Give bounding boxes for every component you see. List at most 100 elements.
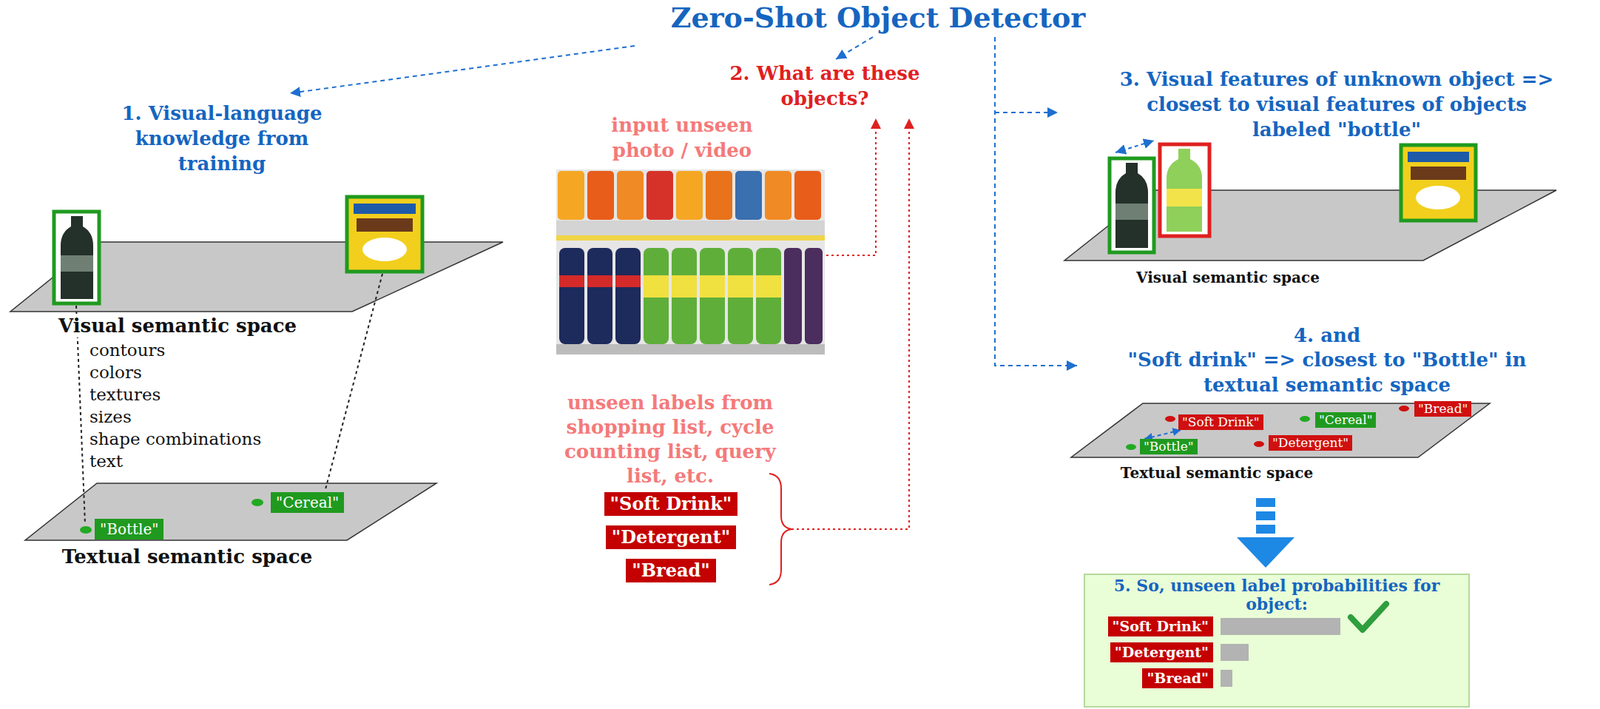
- photo-bottle: [764, 170, 792, 220]
- label-text: "Detergent": [1114, 643, 1209, 661]
- photo-bottle: [676, 170, 703, 220]
- photo-shelf: [556, 343, 825, 355]
- label-text: "Soft Drink": [1182, 414, 1260, 430]
- embedding-dot: [1398, 405, 1410, 412]
- label-text: "Detergent": [611, 526, 731, 548]
- label-text: "Bread": [631, 559, 711, 581]
- photo-bottle: [735, 170, 762, 220]
- similarity-arrow: [1115, 140, 1154, 153]
- feature-list-item: textures: [89, 383, 161, 406]
- bottle-shape: [60, 215, 94, 299]
- probability-bar: [1220, 617, 1341, 635]
- cereal-photo: [346, 196, 423, 272]
- photo-shelf: [556, 220, 825, 236]
- cereal-bowl: [1415, 185, 1461, 210]
- feature-list-item: text: [89, 449, 123, 472]
- label-text: "Bread": [1146, 669, 1209, 687]
- input-note: input unseen photo / video: [589, 112, 775, 163]
- photo-bottle: [784, 247, 802, 344]
- down-arrow-dash: [1256, 511, 1276, 521]
- unseen-label-box: "Bread": [1414, 400, 1472, 417]
- label-text: "Soft Drink": [1112, 617, 1209, 635]
- query-arrow: [826, 118, 876, 256]
- embedding-dot: [1165, 415, 1176, 422]
- unseen-label-box: "Detergent": [605, 525, 737, 549]
- photo-bottle: [616, 170, 644, 220]
- down-arrow-head: [1236, 537, 1295, 568]
- feature-list-item: sizes: [89, 405, 132, 428]
- photo-bottle-label: [755, 275, 782, 298]
- class-label-box: "Cereal": [1315, 412, 1376, 428]
- feature-list-item: colors: [89, 360, 143, 384]
- unseen-label-box: "Soft Drink": [1178, 414, 1264, 430]
- step-arrow: [289, 45, 635, 94]
- label-text: "Cereal": [275, 492, 339, 512]
- embedding-dot: [1299, 415, 1311, 422]
- bottle-label: [1115, 203, 1149, 220]
- photo-bottle: [557, 170, 585, 220]
- class-label-box: "Cereal": [270, 491, 344, 513]
- step-heading: 3. Visual features of unknown object => …: [1107, 66, 1566, 143]
- unseen-label-box: "Soft Drink": [604, 491, 739, 516]
- label-text: "Bread": [1418, 400, 1468, 417]
- bottle-photo: [1109, 158, 1154, 253]
- leader-line: [76, 305, 86, 524]
- query-arrow: [791, 118, 910, 529]
- step-heading: 4. and: [1216, 322, 1439, 348]
- step-heading: 2. What are these objects?: [706, 60, 944, 111]
- label-text: "Soft Drink": [610, 493, 733, 515]
- curly-bracket: [769, 473, 792, 585]
- class-label-box: "Bottle": [1139, 438, 1198, 455]
- space-label: Visual semantic space: [1094, 267, 1362, 288]
- photo-bottle: [705, 170, 733, 220]
- photo-bottle: [559, 247, 585, 344]
- photo-bottle: [587, 170, 614, 220]
- photo-bottle: [699, 247, 725, 344]
- label-text: "Bottle": [1143, 438, 1194, 455]
- unseen-label-box: "Bread": [625, 558, 717, 583]
- step-arrow: [994, 36, 1078, 366]
- cereal-band: [1407, 151, 1470, 162]
- panel-heading: 5. So, unseen label probabilities for ob…: [1099, 576, 1455, 614]
- probability-bar: [1220, 669, 1233, 687]
- bottle-label: [1166, 188, 1203, 207]
- feature-list-item: shape combinations: [89, 427, 262, 450]
- step-arrow: [994, 111, 1058, 114]
- cereal-logo: [356, 218, 413, 232]
- photo-bottle: [804, 247, 823, 344]
- shelf-photo: [556, 169, 825, 355]
- cereal-logo: [1410, 166, 1467, 180]
- result-panel: 5. So, unseen label probabilities for ob…: [1083, 573, 1470, 708]
- label-text: "Bottle": [99, 519, 159, 539]
- check-mark: [1350, 603, 1387, 630]
- photo-bottle: [646, 170, 674, 220]
- space-label: Visual semantic space: [22, 313, 333, 338]
- probability-bar: [1220, 643, 1249, 661]
- unseen-label-box: "Detergent": [1268, 434, 1353, 451]
- photo-price-strip: [556, 235, 825, 241]
- photo-bottle-label: [559, 275, 585, 288]
- input-note: unseen labels from shopping list, cycle …: [548, 390, 793, 489]
- photo-bottle-label: [699, 275, 725, 298]
- embedding-dot: [1125, 443, 1137, 450]
- photo-bottle: [727, 247, 754, 344]
- photo-bottle-label: [727, 275, 754, 298]
- photo-bottle: [643, 247, 669, 344]
- photo-bottle-label: [643, 275, 669, 298]
- photo-bottle-label: [615, 275, 641, 288]
- label-text: "Cereal": [1318, 412, 1373, 428]
- embedding-dot: [1253, 440, 1265, 447]
- unseen-label-box: "Bread": [1142, 667, 1214, 688]
- bottle-shape: [1115, 162, 1149, 248]
- panel-fill: [1083, 573, 1470, 708]
- unseen-label-box: "Detergent": [1110, 642, 1214, 663]
- step-heading: "Soft drink" => closest to "Bottle" in t…: [1108, 346, 1546, 398]
- space-label: Textual semantic space: [1083, 463, 1350, 483]
- photo-bottle: [615, 247, 641, 344]
- step-arrow: [835, 36, 873, 60]
- photo-bottle: [755, 247, 782, 344]
- semantic-plane: [25, 483, 437, 540]
- similarity-arrow: [1144, 429, 1181, 439]
- unseen-label-box: "Soft Drink": [1108, 616, 1214, 637]
